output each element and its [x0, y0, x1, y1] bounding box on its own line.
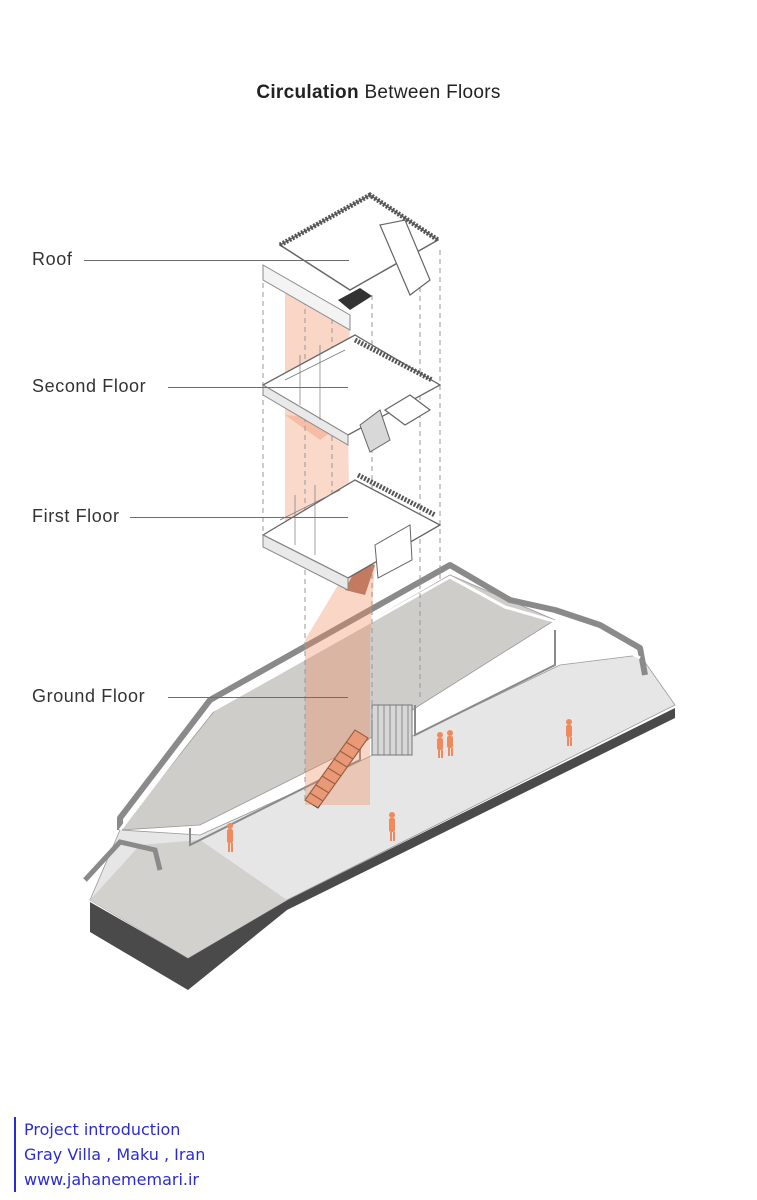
- shadow-patch: [90, 840, 287, 958]
- gate-bars: [377, 705, 409, 755]
- footer-link-website[interactable]: www.jahanememari.ir: [24, 1170, 200, 1189]
- gate: [371, 704, 413, 756]
- first-floor-railing: [356, 472, 437, 518]
- title-bold: Circulation: [256, 82, 359, 103]
- leader-line-second: [168, 387, 348, 388]
- diagram-title: Circulation Between Floors: [0, 82, 757, 104]
- roof-stair-hatch: [338, 288, 372, 310]
- roof-level: [262, 192, 440, 331]
- person-figure: [227, 823, 233, 852]
- wall-right: [414, 630, 556, 737]
- first-floor-box: [374, 524, 413, 579]
- person-figure: [389, 812, 395, 841]
- low-wall-left: [83, 839, 163, 882]
- second-floor-balcony: [383, 394, 432, 426]
- ground-base-dark: [90, 708, 675, 990]
- floor-label-second: Second Floor: [32, 376, 147, 396]
- leader-line-roof: [84, 260, 349, 261]
- first-floor-partitions: [279, 485, 341, 555]
- second-floor-partitions: [284, 345, 346, 420]
- boundary-wall: [117, 562, 648, 830]
- stair-landing-upper: [345, 560, 375, 595]
- second-floor-level: [261, 334, 442, 453]
- floor-label-roof: Roof: [32, 249, 73, 269]
- ground-site: [83, 562, 676, 990]
- first-floor-level: [261, 472, 442, 591]
- shaft-first-ground: [305, 565, 375, 805]
- floor-label-ground: Ground Floor: [32, 686, 146, 706]
- second-floor-railing: [353, 337, 434, 383]
- people-figures: [227, 719, 572, 852]
- footer-line-location: Gray Villa , Maku , Iran: [24, 1145, 206, 1164]
- ground-stair: [304, 729, 369, 809]
- footer-line-project: Project introduction: [24, 1120, 181, 1139]
- floor-label-first: First Floor: [32, 506, 120, 526]
- roof-pyramid: [379, 219, 431, 296]
- title-rest: Between Floors: [364, 82, 501, 103]
- retaining-wall: [189, 742, 361, 847]
- leader-line-first: [130, 517, 348, 518]
- second-floor-stair: [359, 409, 391, 453]
- boundary-wall-inner: [118, 575, 641, 831]
- roof-top: [278, 194, 440, 291]
- person-figure: [437, 732, 443, 758]
- person-figure: [566, 719, 572, 746]
- first-floor-front: [262, 534, 349, 591]
- roof-railing: [278, 192, 440, 248]
- roof-walls: [262, 264, 351, 331]
- leader-line-ground: [168, 697, 348, 698]
- footer-credits: Project introduction Gray Villa , Maku ,…: [14, 1117, 205, 1192]
- person-figure: [447, 730, 453, 756]
